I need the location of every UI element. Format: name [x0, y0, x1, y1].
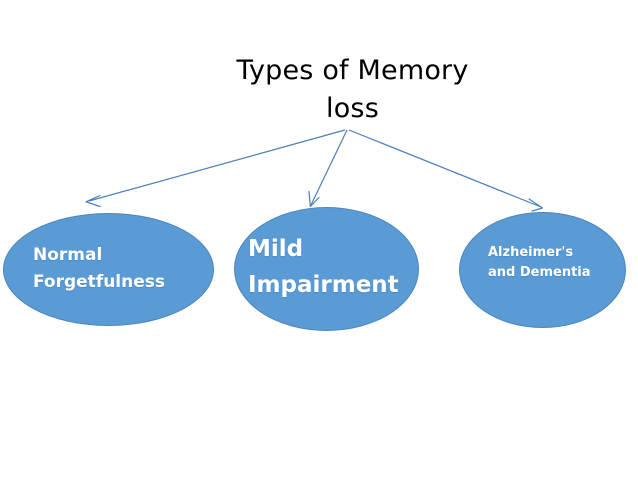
node-mild-impairment[interactable]: Mild Impairment: [234, 207, 419, 331]
node-normal-forgetfulness-label: Normal Forgetfulness: [33, 245, 166, 292]
node-alzheimers-and-dementia[interactable]: Alzheimer's and Dementia: [459, 212, 626, 328]
node-normal-forgetfulness[interactable]: Normal Forgetfulness: [3, 213, 214, 326]
diagram-title: Types of Memory loss: [236, 55, 469, 125]
arrow-to-mild: [308, 129, 348, 208]
arrow-to-normal: [85, 129, 346, 208]
node-alzheimers-and-dementia-label: Alzheimer's and Dementia: [488, 244, 591, 280]
arrow-to-alzheimers: [348, 129, 544, 212]
node-mild-impairment-label: Mild Impairment: [248, 236, 399, 298]
